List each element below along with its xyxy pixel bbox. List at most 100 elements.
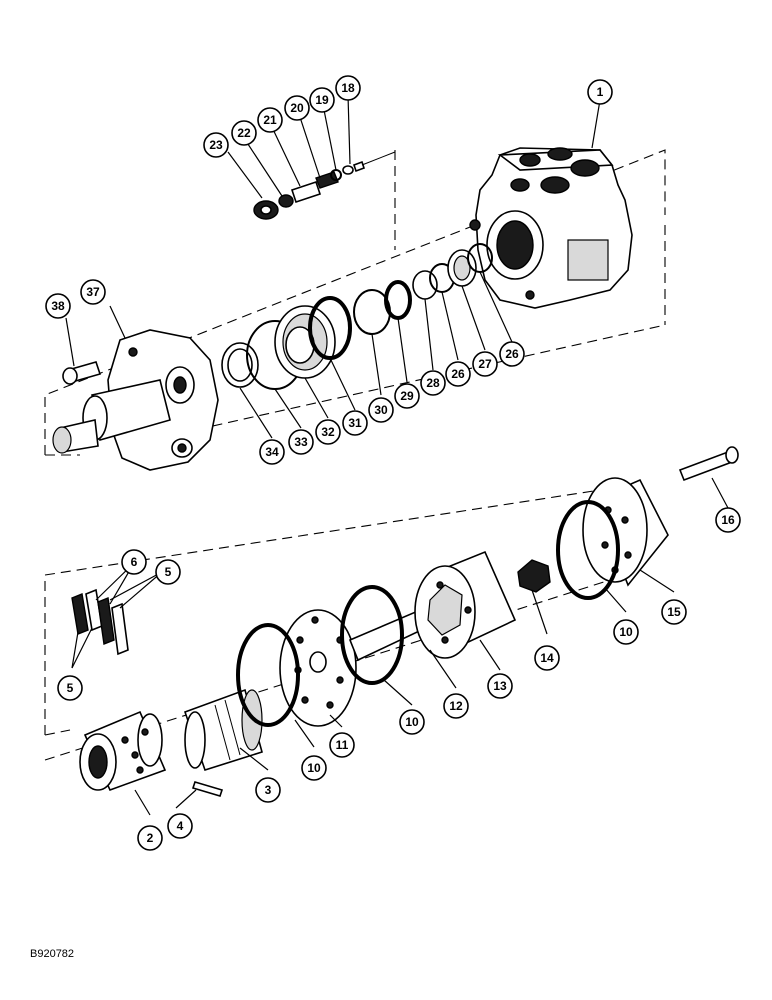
callout-circle [443, 693, 469, 719]
callout-label: 19 [315, 93, 329, 107]
callout-circle [499, 341, 525, 367]
callout-c2: 2 [137, 825, 163, 851]
callout-label: 16 [721, 513, 735, 527]
sleeve-part-2 [79, 710, 167, 792]
callout-c31: 31 [342, 410, 368, 436]
callout-label: 27 [478, 357, 492, 371]
seal-rings-part-10 [236, 500, 620, 727]
callout-circle [472, 351, 498, 377]
callout-label: 26 [505, 347, 519, 361]
callout-circle [155, 559, 181, 585]
callout-circle [301, 755, 327, 781]
callout-circle [203, 132, 229, 158]
callout-label: 13 [493, 679, 507, 693]
callout-c32: 32 [315, 419, 341, 445]
callout-label: 23 [209, 138, 223, 152]
callout-circle [231, 120, 257, 146]
callout-label: 21 [263, 113, 277, 127]
callout-label: 29 [400, 389, 414, 403]
callout-c19: 19 [309, 87, 335, 113]
callout-label: 5 [67, 681, 74, 695]
callout-circle [715, 507, 741, 533]
callout-c28: 28 [420, 370, 446, 396]
callout-c29: 29 [394, 383, 420, 409]
callout-label: 28 [426, 376, 440, 390]
callout-c30: 30 [368, 397, 394, 423]
end-cap-part-37 [52, 329, 219, 471]
callout-circle [309, 87, 335, 113]
callout-circle [394, 383, 420, 409]
callout-circle [284, 95, 310, 121]
callout-label: 30 [374, 403, 388, 417]
callout-label: 5 [165, 565, 172, 579]
cap-screw-part-16 [678, 446, 739, 482]
callout-label: 37 [86, 285, 100, 299]
upper-assembly-boundary [44, 149, 666, 456]
callout-c20: 20 [284, 95, 310, 121]
callout-circle [329, 732, 355, 758]
callout-circle [342, 410, 368, 436]
callout-circle [587, 79, 613, 105]
callout-circle [661, 599, 687, 625]
callout-label: 6 [131, 555, 138, 569]
callout-c11: 11 [329, 732, 355, 758]
callout-circle [288, 429, 314, 455]
callout-c3: 3 [255, 777, 281, 803]
callout-c26a: 26 [445, 361, 471, 387]
callout-c34: 34 [259, 439, 285, 465]
callout-c33: 33 [288, 429, 314, 455]
callout-label: 10 [307, 761, 321, 775]
bolt-part-38 [62, 361, 102, 385]
callout-circle [335, 75, 361, 101]
callout-label: 12 [449, 699, 463, 713]
callout-circle [613, 619, 639, 645]
callout-circle [534, 645, 560, 671]
callout-label: 32 [321, 425, 335, 439]
rotor-part-14 [517, 559, 551, 593]
callout-c27: 27 [472, 351, 498, 377]
callout-label: 22 [237, 126, 251, 140]
callout-c16: 16 [715, 507, 741, 533]
figure-code-label: B920782 [30, 948, 75, 960]
callout-circle [45, 293, 71, 319]
callout-c23: 23 [203, 132, 229, 158]
callout-c10b: 10 [399, 709, 425, 735]
callout-circle [57, 675, 83, 701]
callout-c12: 12 [443, 693, 469, 719]
callout-circle [121, 549, 147, 575]
callout-c38: 38 [45, 293, 71, 319]
callout-label: 31 [348, 416, 362, 430]
callout-c4: 4 [167, 813, 193, 839]
spool-part-3 [183, 688, 263, 771]
callout-label: 20 [290, 101, 304, 115]
callout-label: 38 [51, 299, 65, 313]
callout-label: 34 [265, 445, 279, 459]
callout-circle [445, 361, 471, 387]
callout-circle [167, 813, 193, 839]
callout-label: 33 [294, 435, 308, 449]
callout-label: 4 [177, 819, 184, 833]
callout-label: 11 [336, 738, 349, 752]
callout-circle [137, 825, 163, 851]
pin-part-4 [191, 781, 224, 797]
callout-label: 10 [405, 715, 419, 729]
callout-c14: 14 [534, 645, 560, 671]
callout-c5b: 5 [57, 675, 83, 701]
callout-circle [315, 419, 341, 445]
callout-circle [399, 709, 425, 735]
callout-circle [420, 370, 446, 396]
callout-c1: 1 [587, 79, 613, 105]
callout-circle [255, 777, 281, 803]
seal-rings-26-34 [221, 243, 493, 390]
callout-label: 10 [619, 625, 633, 639]
callout-label: 3 [265, 783, 272, 797]
callout-c22: 22 [231, 120, 257, 146]
callout-c18: 18 [335, 75, 361, 101]
callout-label: 1 [597, 85, 604, 99]
callout-c13: 13 [487, 673, 513, 699]
callout-c37: 37 [80, 279, 106, 305]
callout-circle [259, 439, 285, 465]
callout-circle [487, 673, 513, 699]
